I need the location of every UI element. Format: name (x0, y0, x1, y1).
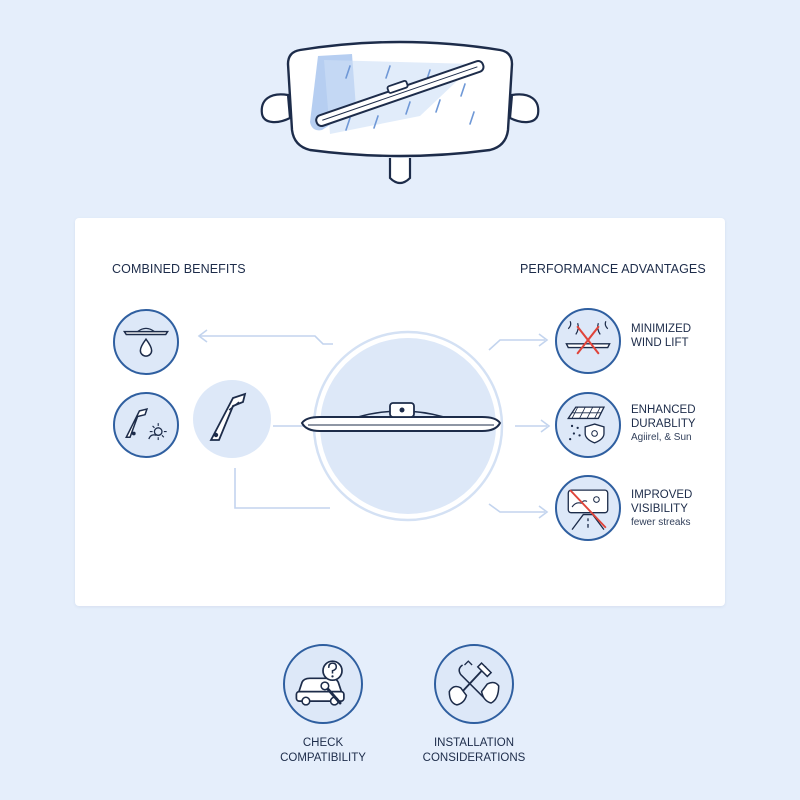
performance-advantages-heading: PERFORMANCE ADVANTAGES (520, 262, 706, 276)
wiper-arm-sun-icon (125, 407, 167, 441)
wiper-blade-center (300, 402, 502, 432)
advantage-visibility-circle (555, 475, 621, 541)
visibility-label: IMPROVED VISIBILITY fewer streaks (631, 488, 692, 529)
check-compatibility-line1: CHECK (302, 737, 344, 749)
check-compatibility-circle (283, 644, 363, 724)
installation-label: INSTALLATION CONSIDERATIONS (394, 736, 554, 766)
check-compatibility-label: CHECK COMPATIBILITY (243, 736, 403, 766)
advantage-wind-lift-circle (555, 308, 621, 374)
durability-subtitle: Agiirel, & Sun (631, 432, 692, 443)
car-question-icon (295, 660, 345, 706)
durability-title-2: DURABLITY (631, 418, 696, 430)
blade-water-drop-icon (122, 327, 170, 357)
installation-circle (434, 644, 514, 724)
windshield-illustration (260, 40, 540, 185)
installation-line1: INSTALLATION (433, 737, 515, 749)
hands-tool-icon (448, 660, 500, 706)
check-compatibility-line2: COMPATIBILITY (280, 752, 366, 764)
visibility-subtitle: fewer streaks (631, 517, 691, 528)
advantage-durability-circle (555, 392, 621, 458)
weather-shield-icon (567, 406, 606, 444)
wind-lift-label: MINIMIZED WIND LIFT (631, 322, 691, 350)
wiper-arm-icon (209, 392, 247, 441)
visibility-title-1: IMPROVED (631, 489, 693, 501)
road-visibility-icon (567, 489, 609, 531)
durability-label: ENHANCED DURABLITY Agiirel, & Sun (631, 403, 696, 444)
wind-lift-crossed-icon (565, 320, 611, 355)
wind-lift-title-1: MINIMIZED (631, 323, 692, 335)
installation-line2: CONSIDERATIONS (422, 752, 526, 764)
visibility-title-2: VISIBILITY (631, 503, 688, 515)
benefit-wiper-arm-sun-circle (113, 392, 179, 458)
wiper-arm-circle (193, 380, 271, 458)
combined-benefits-heading: COMBINED BENEFITS (112, 262, 246, 276)
wind-lift-title-2: WIND LIFT (631, 337, 689, 349)
durability-title-1: ENHANCED (631, 404, 696, 416)
benefit-blade-drop-circle (113, 309, 179, 375)
